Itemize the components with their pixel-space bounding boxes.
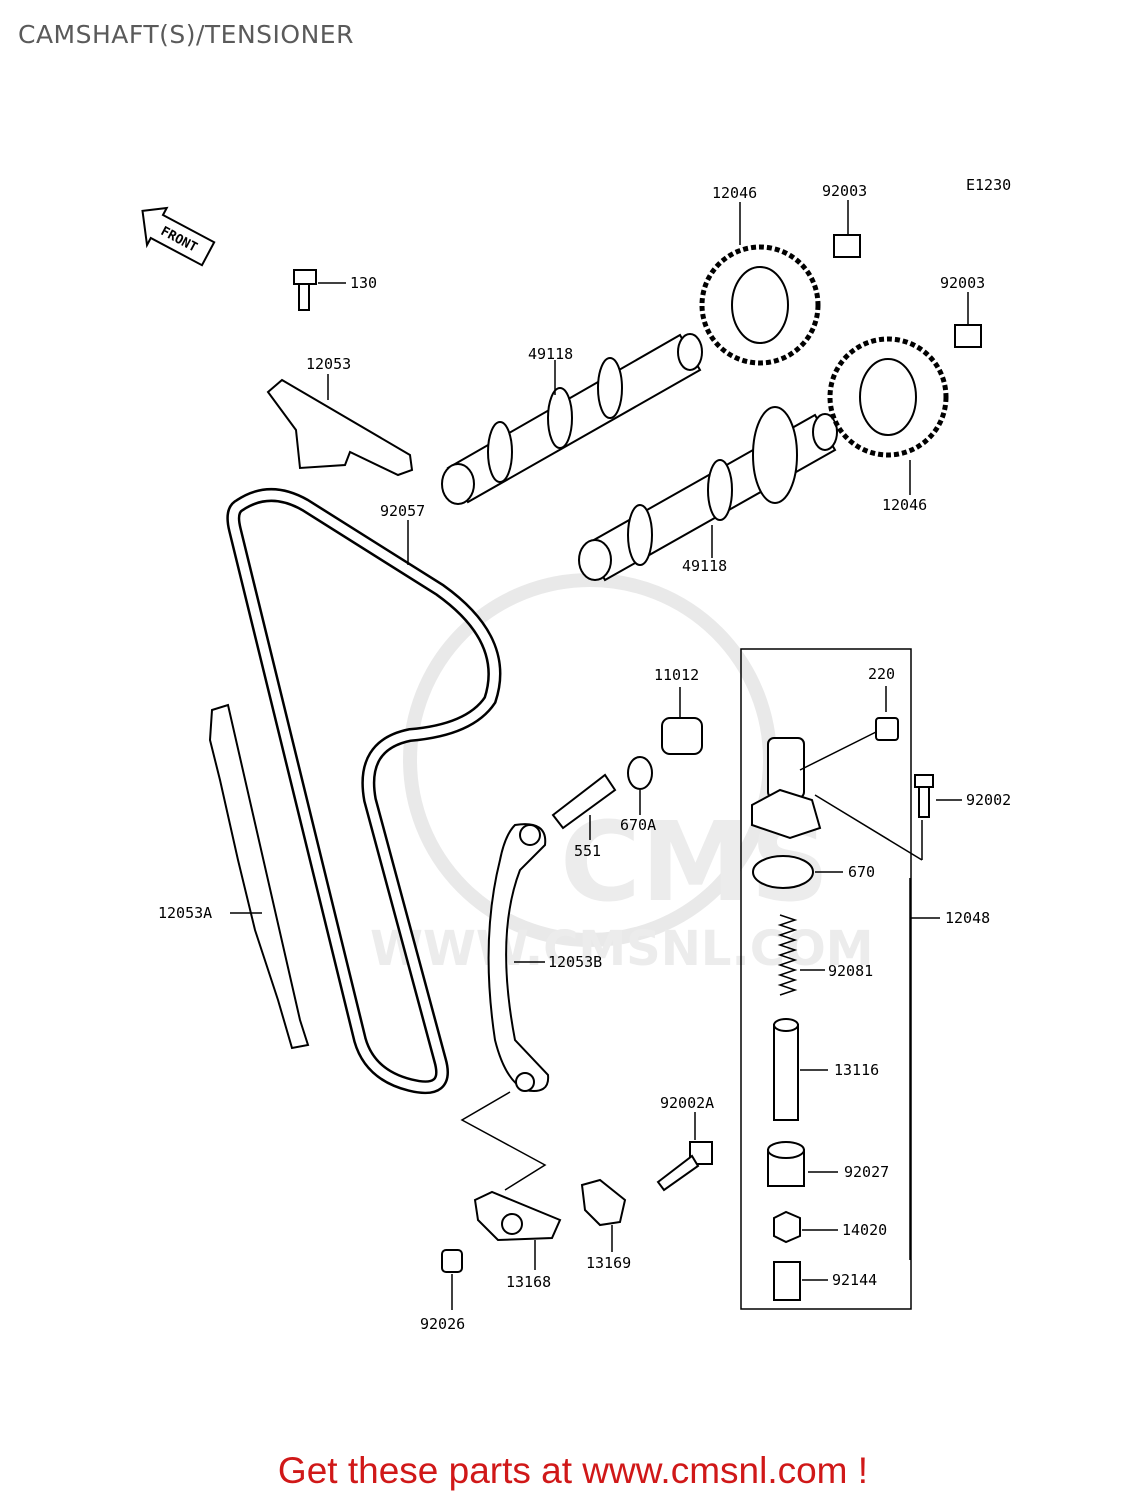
camshaft-49118-top	[441, 333, 703, 505]
rod-13116	[773, 1018, 828, 1121]
sprocket-12046-top	[699, 202, 821, 366]
label-13116: 13116	[834, 1061, 879, 1079]
label-14020: 14020	[842, 1221, 887, 1239]
label-92081: 92081	[828, 962, 873, 980]
footer-link[interactable]: Get these parts at www.cmsnl.com !	[277, 1450, 869, 1491]
leader-13168	[460, 1091, 547, 1191]
label-92057: 92057	[380, 502, 425, 520]
tensioner-guide-12053B	[487, 823, 550, 1092]
oring-670A	[627, 756, 653, 815]
label-92026: 92026	[420, 1315, 465, 1333]
bolt-92002A	[656, 1112, 713, 1192]
label-11012: 11012	[654, 666, 699, 684]
camshaft-49118-bottom	[578, 406, 838, 582]
oring-670	[752, 855, 843, 889]
diagram-code: E1230	[966, 176, 1011, 194]
bolt-92002	[914, 774, 962, 818]
bolt-130	[293, 269, 346, 311]
bracket-13168	[473, 1190, 562, 1270]
timing-chain-92057	[226, 488, 502, 1095]
bolt-92003-a	[833, 200, 861, 258]
label-12048: 12048	[945, 909, 990, 927]
front-arrow: FRONT	[141, 206, 216, 267]
spring-92144	[773, 1261, 828, 1301]
page-title: CAMSHAFT(S)/TENSIONER	[18, 20, 354, 49]
label-49118-bottom: 49118	[682, 557, 727, 575]
label-13169: 13169	[586, 1254, 631, 1272]
label-220: 220	[868, 665, 895, 683]
spring-92081	[777, 914, 825, 996]
label-670: 670	[848, 863, 875, 881]
sprocket-12046-bottom	[827, 336, 949, 495]
label-49118-top: 49118	[528, 345, 573, 363]
label-13168: 13168	[506, 1273, 551, 1291]
label-12046-top: 12046	[712, 184, 757, 202]
bolt-11012	[661, 687, 703, 755]
label-130: 130	[350, 274, 377, 292]
label-92002: 92002	[966, 791, 1011, 809]
label-92003-b: 92003	[940, 274, 985, 292]
label-551: 551	[574, 842, 601, 860]
label-92027: 92027	[844, 1163, 889, 1181]
label-670A: 670A	[620, 816, 656, 834]
bushing-92026	[441, 1249, 463, 1310]
bolt-92003-b	[954, 292, 982, 348]
plate-13169	[580, 1178, 627, 1252]
label-92002A: 92002A	[660, 1094, 714, 1112]
label-12053B: 12053B	[548, 953, 602, 971]
label-12046-bottom: 12046	[882, 496, 927, 514]
label-12053: 12053	[306, 355, 351, 373]
label-12053A: 12053A	[158, 904, 212, 922]
collar-92027	[767, 1141, 838, 1187]
nut-14020	[773, 1210, 838, 1244]
watermark-text: WWW.CMSNL.COM	[370, 921, 874, 977]
chain-guide-12053	[266, 374, 414, 477]
tensioner-assembly-box	[740, 648, 912, 1310]
bolt-220	[875, 686, 899, 741]
label-92003-a: 92003	[822, 182, 867, 200]
tensioner-body	[751, 729, 923, 861]
pin-551	[551, 773, 617, 840]
chain-guide-12053A	[208, 703, 310, 1050]
label-92144: 92144	[832, 1271, 877, 1289]
